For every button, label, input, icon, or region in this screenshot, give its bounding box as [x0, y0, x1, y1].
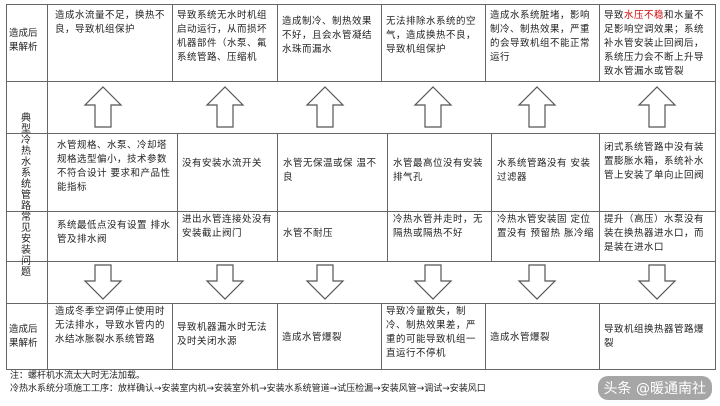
- row-divider: [7, 133, 715, 134]
- cause-cell: 提升（高压）水泵没有装在换热器进水口，而是装在进水口: [604, 214, 705, 253]
- up-arrow-icon: [413, 86, 453, 128]
- note-line: 注：螺杆机水流太大时无法加载。: [10, 371, 146, 381]
- notes: 注：螺杆机水流太大时无法加载。 冷热水系统分项施工工序：放样确认→安装室内机→安…: [10, 370, 486, 396]
- row-divider: [7, 261, 715, 262]
- down-arrow-icon: [83, 264, 123, 300]
- down-arrow-icon: [305, 264, 345, 300]
- cause-cell: 没有安装水流开关: [182, 158, 263, 169]
- cause-cell: 冷热水管并走时，无隔热或隔热不好: [393, 214, 484, 239]
- top-cell: 造成水系统脏堵，影响制冷、制热效果，严重的会导致机组不能正常运行: [490, 10, 591, 63]
- result-cell: 造成水管爆裂: [282, 332, 343, 343]
- top-cell: 造成水流量不足，换热不良，导致机组保护: [55, 10, 166, 35]
- up-arrow-icon: [205, 86, 245, 128]
- cause-cell: 冷热水管安装固 定位 置没有 预留热 胀冷缩: [497, 214, 595, 239]
- cause-cell: 系统最低点没有设置 排水管及排水阀: [57, 220, 171, 245]
- problem-table: 造成后果解析 典型冷热水系统管路常见安装问题 造成后果解析 造成水流量不足，换热…: [6, 4, 716, 370]
- cause-cell: 闭式系统管路中没有装置膨胀水箱，系统补水管上安装了单向止回阀: [604, 142, 705, 181]
- row-divider: [7, 211, 715, 212]
- result-cell: 导致冷量散失，制冷、制热效果差，严重的可能导致机组一直运行不停机: [386, 306, 477, 359]
- up-arrow-icon: [517, 86, 557, 128]
- up-arrow-icon: [305, 86, 345, 128]
- down-arrow-icon: [205, 264, 245, 300]
- cause-cell: 进出水管连接处没有安装截止阀门: [182, 214, 273, 239]
- top-cell: 无法排除水系统的空气，造成换热不良，导致机组保护: [386, 16, 477, 55]
- row-divider: [7, 81, 715, 82]
- note-line: 冷热水系统分项施工工序：放样确认→安装室内机→安装室外机→安装水系统管道→试压检…: [10, 384, 486, 394]
- result-cell: 造成水管爆裂: [490, 332, 551, 343]
- cause-cell: 水管不耐压: [283, 228, 334, 239]
- down-arrow-icon: [517, 264, 557, 300]
- label-bottom: 造成后果解析: [9, 324, 38, 349]
- cause-cell: 水管规格、水泵、冷却塔规格选型偏小，技术参数不符合设计 要求和产品性能指标: [57, 140, 171, 193]
- red-highlight: 水压不稳: [624, 10, 665, 21]
- top-cell: 造成制冷、制热效果不好，且会水管凝结水珠而漏水: [282, 16, 373, 55]
- up-arrow-icon: [637, 86, 677, 128]
- col-divider: [47, 5, 48, 369]
- label-middle: 典型冷热水系统管路常见安装问题: [21, 113, 31, 278]
- row-divider: [7, 303, 715, 304]
- result-cell: 造成冬季空调停止使用时无法排水，导致水管内的水结冰胀裂水系统管路: [55, 306, 166, 345]
- cause-cell: 水系统管路没有 安装过滤器: [497, 158, 591, 183]
- cause-cell: 水管最高位没有安装排气孔: [393, 158, 484, 183]
- label-top: 造成后果解析: [9, 28, 38, 53]
- top-cell-red: 导致水压不稳和水量不足影响空调效果；系统补水管安装止回阀后，系统压力会不断上升导…: [604, 10, 705, 77]
- up-arrow-icon: [83, 86, 123, 128]
- result-cell: 导致机组换热器管路爆裂: [604, 324, 705, 349]
- down-arrow-icon: [413, 264, 453, 300]
- result-cell: 导致机器漏水时无法及时关闭水源: [177, 322, 268, 347]
- watermark: 头条 @暖通南社: [597, 376, 712, 400]
- cause-cell: 水管无保温或保 温不良: [283, 158, 377, 183]
- down-arrow-icon: [637, 264, 677, 300]
- top-cell: 导致系统无水时机组启动运行，从而损坏机器部件（水泵、氟系统管路、压缩机: [177, 10, 268, 63]
